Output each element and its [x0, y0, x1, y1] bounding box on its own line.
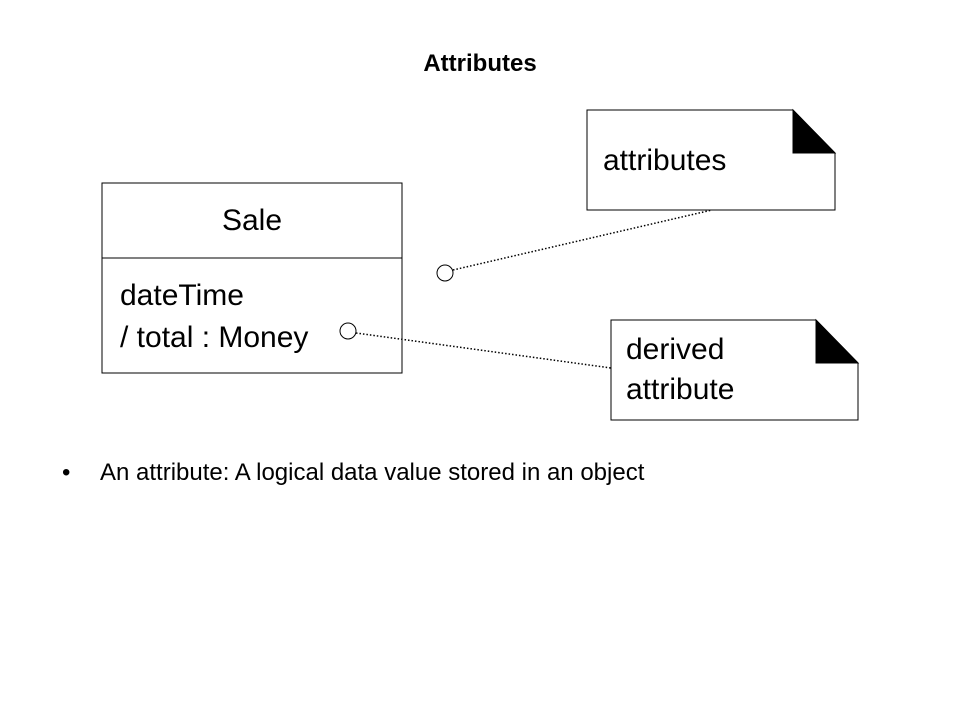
bullet-item: • An attribute: A logical data value stor…: [62, 459, 644, 487]
note-anchor-attributes: [436, 209, 713, 282]
note-folded-corner: [815, 318, 860, 364]
class-attribute-datetime: dateTime: [120, 279, 244, 312]
note-outline: [586, 109, 836, 211]
anchor-circle: [339, 322, 357, 340]
bullet-text: An attribute: A logical data value store…: [100, 459, 645, 486]
note-derived-line-1: derived: [626, 333, 724, 366]
anchor-circle: [436, 264, 454, 282]
dotted-connector: [355, 332, 612, 369]
class-box-outline: [101, 182, 403, 374]
note-derived-line-2: attribute: [626, 373, 734, 406]
note-attributes-text: attributes: [603, 144, 726, 177]
class-box-sale: Sale dateTime / total : Money: [101, 182, 403, 374]
class-attribute-total: / total : Money: [120, 321, 308, 354]
bullet-symbol: •: [62, 459, 71, 486]
note-anchor-derived: [339, 322, 612, 369]
class-name: Sale: [222, 204, 282, 237]
note-outline: [610, 319, 859, 421]
dotted-connector: [452, 209, 713, 271]
note-attributes: attributes: [586, 108, 837, 211]
slide-title: Attributes: [423, 50, 537, 77]
note-folded-corner: [792, 108, 837, 154]
note-derived-attribute: derived attribute: [610, 318, 860, 421]
